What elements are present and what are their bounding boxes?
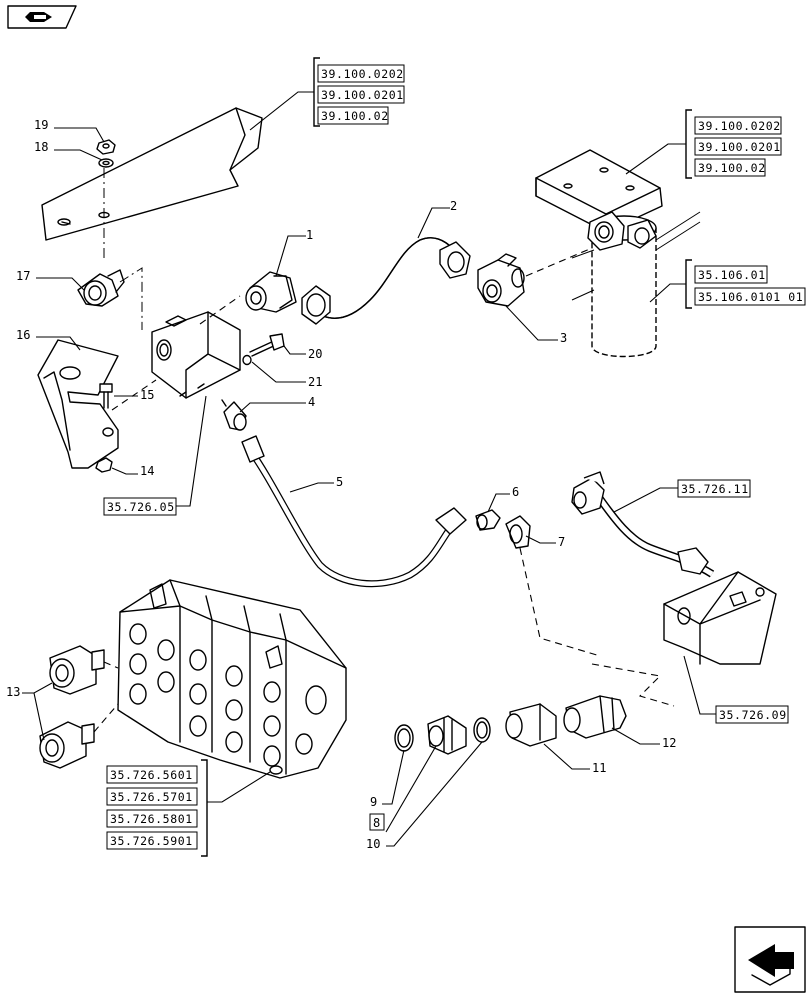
tee-fitting-3: [477, 253, 525, 307]
washer-18: [98, 158, 114, 168]
ref-group-block: 35.726.05: [103, 395, 207, 516]
callout-20: 20: [308, 347, 322, 361]
callout-17: 17: [16, 269, 30, 283]
ref-35-726-5601[interactable]: 35.726.5601: [110, 768, 193, 782]
book-navigation-icon[interactable]: [7, 5, 77, 29]
ref-35-106-0101-01[interactable]: 35.106.0101 01: [698, 290, 803, 304]
callout-18: 18: [34, 140, 48, 154]
bolt-15: [99, 383, 113, 409]
fitting-12: [563, 695, 627, 739]
swivel-11: [505, 703, 557, 747]
distribution-block: [151, 311, 241, 399]
callout-15: 15: [140, 388, 154, 402]
nut-14: [95, 457, 113, 473]
adapter-8: [427, 715, 467, 755]
elbow-fitting-13-upper: [49, 645, 105, 695]
manifold-block: [663, 571, 777, 665]
ref-35-726-09[interactable]: 35.726.09: [719, 708, 787, 722]
ref-group-valve-bank: 35.726.5601 35.726.5701 35.726.5801 35.7…: [106, 759, 271, 857]
ref-39-100-0201-a[interactable]: 39.100.0201: [321, 88, 404, 102]
hose-right: [571, 471, 715, 578]
callout-1: 1: [306, 228, 313, 242]
ref-39-100-02-b[interactable]: 39.100.02: [698, 161, 766, 175]
ref-group-bracket-top: 39.100.0202 39.100.0201 39.100.02: [249, 57, 405, 131]
bolt-20: [249, 333, 285, 357]
callout-8: 8: [373, 816, 380, 830]
callout-6: 6: [512, 485, 519, 499]
callouts: 19 18 17 16 15 14 1 2 3 20 21 4 5 6 7 13…: [6, 118, 676, 851]
ref-35-726-5901[interactable]: 35.726.5901: [110, 834, 193, 848]
ref-group-hose-right: 35.726.11: [613, 479, 751, 513]
callout-14: 14: [140, 464, 154, 478]
ref-35-726-5701[interactable]: 35.726.5701: [110, 790, 193, 804]
callout-5: 5: [336, 475, 343, 489]
fitting-6: [475, 509, 501, 531]
o-ring-10: [473, 717, 491, 743]
hose-2: [301, 237, 471, 325]
callout-12: 12: [662, 736, 676, 750]
ref-39-100-0202-b[interactable]: 39.100.0202: [698, 119, 781, 133]
elbow-fitting-13-lower: [39, 721, 95, 769]
callout-10: 10: [366, 837, 380, 851]
ref-39-100-0201-b[interactable]: 39.100.0201: [698, 140, 781, 154]
washer-21: [242, 354, 252, 366]
ref-group-filter: 35.106.01 35.106.0101 01: [649, 259, 806, 309]
filter-body: [587, 211, 657, 358]
callout-16: 16: [16, 328, 30, 342]
ref-35-726-05[interactable]: 35.726.05: [107, 500, 175, 514]
boxed-part-8: 8: [369, 813, 385, 831]
ref-35-726-5801[interactable]: 35.726.5801: [110, 812, 193, 826]
ref-35-726-11[interactable]: 35.726.11: [681, 482, 749, 496]
fitting-4: [221, 399, 247, 431]
elbow-fitting-17: [77, 269, 125, 307]
callout-19: 19: [34, 118, 48, 132]
callout-13: 13: [6, 685, 20, 699]
ref-39-100-0202-a[interactable]: 39.100.0202: [321, 67, 404, 81]
next-page-arrow-icon[interactable]: [734, 926, 806, 993]
control-valve-bank: [117, 579, 347, 779]
elbow-fitting-7: [505, 515, 531, 549]
ref-39-100-02-a[interactable]: 39.100.02: [321, 109, 389, 123]
mounting-plate: [41, 107, 263, 241]
callout-21: 21: [308, 375, 322, 389]
callout-3: 3: [560, 331, 567, 345]
adapter-1: [245, 271, 297, 313]
hose-5: [241, 435, 467, 588]
support-bracket-16: [37, 339, 119, 469]
o-ring-9: [394, 724, 414, 752]
ref-35-106-01[interactable]: 35.106.01: [698, 268, 766, 282]
callout-9: 9: [370, 795, 377, 809]
callout-7: 7: [558, 535, 565, 549]
callout-2: 2: [450, 199, 457, 213]
ref-group-filter-top: 39.100.0202 39.100.0201 39.100.02: [625, 109, 782, 179]
callout-11: 11: [592, 761, 606, 775]
callout-4: 4: [308, 395, 315, 409]
ref-group-manifold: 35.726.09: [683, 655, 789, 724]
nut-19: [96, 139, 116, 155]
